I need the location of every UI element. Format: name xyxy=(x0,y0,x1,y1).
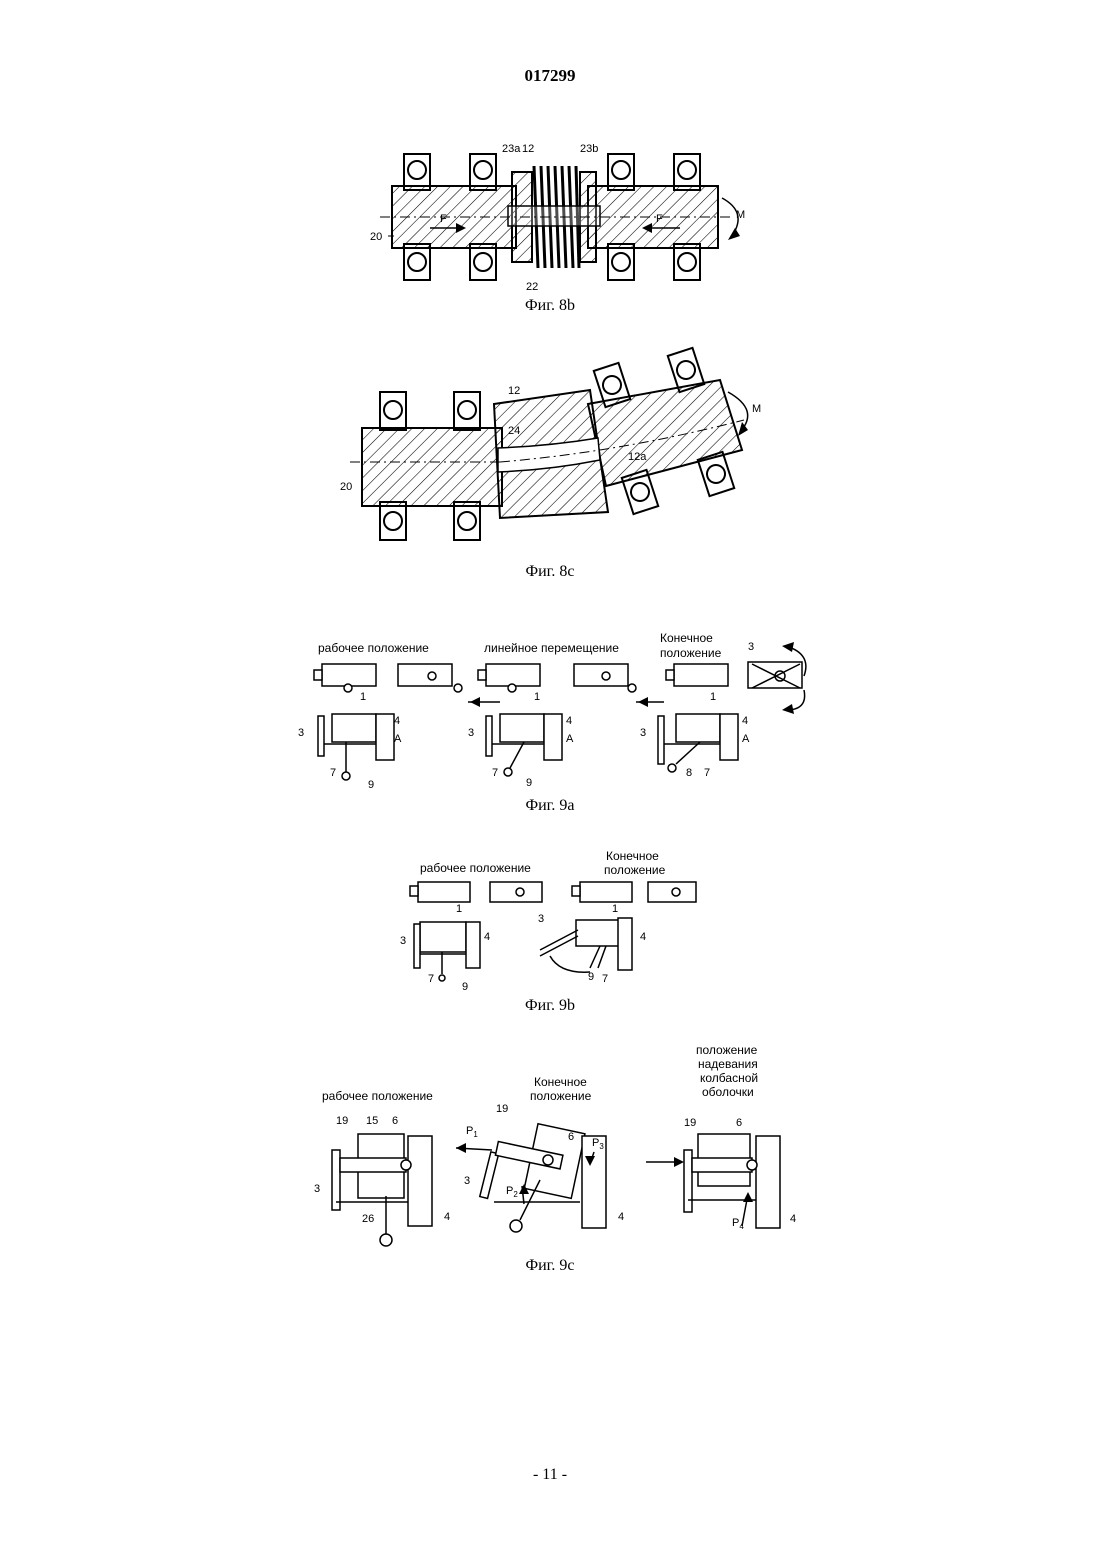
label-3c: 3 xyxy=(640,727,646,739)
label-1c: 1 xyxy=(710,691,716,703)
label-19b: 19 xyxy=(496,1103,508,1115)
label-9b: 9 xyxy=(588,971,594,983)
header-casing-position-4: оболочки xyxy=(702,1085,754,1099)
label-9a: 9 xyxy=(368,779,374,791)
label-3b: 3 xyxy=(468,727,474,739)
header-end-position-1: Конечное xyxy=(606,849,659,863)
label-a-b: A xyxy=(566,733,574,745)
label-1a: 1 xyxy=(360,691,366,703)
header-working-position: рабочее положение xyxy=(420,861,531,875)
label-a-c: A xyxy=(742,733,750,745)
header-casing-position-2: надевания xyxy=(698,1057,758,1071)
label-12: 12 xyxy=(522,143,534,155)
header-working-position: рабочее положение xyxy=(318,641,429,655)
label-6c: 6 xyxy=(736,1117,742,1129)
header-end-position-1: Конечное xyxy=(534,1075,587,1089)
page-number: - 11 - xyxy=(0,1466,1100,1484)
label-4c: 4 xyxy=(742,715,748,727)
label-15: 15 xyxy=(366,1115,378,1127)
label-22: 22 xyxy=(526,281,538,293)
label-3b: 3 xyxy=(538,913,544,925)
label-1b: 1 xyxy=(612,903,618,915)
label-4b: 4 xyxy=(640,931,646,943)
header-end-position-2: положение xyxy=(604,863,666,877)
label-6b: 6 xyxy=(568,1131,574,1143)
header-end-position-2: положение xyxy=(530,1089,592,1103)
figure-8c-drawing: 12 24 20 12a M xyxy=(0,350,1100,550)
figure-8b-drawing: 23a 12 23b 20 22 M F F xyxy=(0,130,1100,300)
header-casing-position-1: положение xyxy=(696,1043,758,1057)
figure-9b-drawing: рабочее положение Конечное положение 1 3… xyxy=(0,846,1100,996)
label-4b: 4 xyxy=(566,715,572,727)
header-casing-position-3: колбасной xyxy=(700,1071,758,1085)
figure-9a-drawing: рабочее положение линейное перемещение К… xyxy=(0,626,1100,796)
figure-9c-drawing: рабочее положение Конечное положение пол… xyxy=(0,1040,1100,1256)
label-1b: 1 xyxy=(534,691,540,703)
label-23a: 23a xyxy=(502,143,521,155)
header-linear-movement: линейное перемещение xyxy=(484,641,619,655)
header-working-position: рабочее положение xyxy=(322,1089,433,1103)
label-4c: 4 xyxy=(790,1213,796,1225)
label-23b: 23b xyxy=(580,143,598,155)
label-20: 20 xyxy=(370,231,382,243)
label-m: M xyxy=(752,403,761,415)
document-number: 017299 xyxy=(0,66,1100,86)
label-7b: 7 xyxy=(492,767,498,779)
label-f-right: F xyxy=(656,213,663,225)
label-3a: 3 xyxy=(314,1183,320,1195)
label-3d: 3 xyxy=(748,641,754,653)
caption-fig-8c: Фиг. 8c xyxy=(0,563,1100,581)
label-26: 26 xyxy=(362,1213,374,1225)
label-4b: 4 xyxy=(618,1211,624,1223)
label-a-a: A xyxy=(394,733,402,745)
label-19c: 19 xyxy=(684,1117,696,1129)
label-7c: 7 xyxy=(704,767,710,779)
label-4a: 4 xyxy=(444,1211,450,1223)
label-12: 12 xyxy=(508,385,520,397)
label-3a: 3 xyxy=(298,727,304,739)
label-4a: 4 xyxy=(484,931,490,943)
label-1a: 1 xyxy=(456,903,462,915)
label-m: M xyxy=(736,209,745,221)
label-3a: 3 xyxy=(400,935,406,947)
label-f-left: F xyxy=(440,213,447,225)
label-9b: 9 xyxy=(526,777,532,789)
label-12a: 12a xyxy=(628,451,647,463)
label-7a: 7 xyxy=(428,973,434,985)
header-end-position-2: положение xyxy=(660,646,722,660)
label-6a: 6 xyxy=(392,1115,398,1127)
caption-fig-9b: Фиг. 9b xyxy=(0,997,1100,1015)
caption-fig-9a: Фиг. 9a xyxy=(0,797,1100,815)
label-24: 24 xyxy=(508,425,520,437)
label-4a: 4 xyxy=(394,715,400,727)
label-19a: 19 xyxy=(336,1115,348,1127)
label-7b: 7 xyxy=(602,973,608,985)
label-p4: P4 xyxy=(732,1217,744,1231)
header-end-position-1: Конечное xyxy=(660,631,713,645)
label-20: 20 xyxy=(340,481,352,493)
label-p1: P1 xyxy=(466,1125,478,1139)
caption-fig-9c: Фиг. 9c xyxy=(0,1257,1100,1275)
caption-fig-8b: Фиг. 8b xyxy=(0,297,1100,315)
label-8c: 8 xyxy=(686,767,692,779)
label-7a: 7 xyxy=(330,767,336,779)
label-3b: 3 xyxy=(464,1175,470,1187)
label-p2: P2 xyxy=(506,1185,518,1199)
label-9a: 9 xyxy=(462,981,468,993)
